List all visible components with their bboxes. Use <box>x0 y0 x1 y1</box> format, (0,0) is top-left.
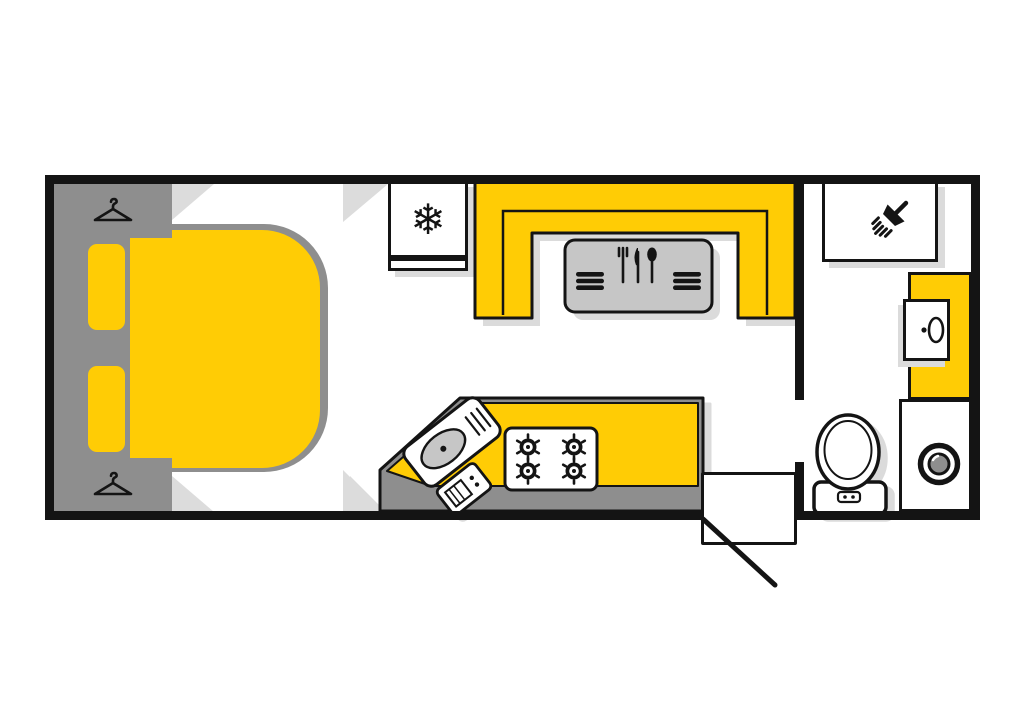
placemat-icon-left <box>576 272 604 290</box>
entry-door-swing <box>700 516 778 588</box>
pillow-bottom <box>88 366 125 452</box>
caravan-outer-wall <box>45 175 980 520</box>
snowflake-icon: ❄ <box>410 194 446 244</box>
washing-machine <box>899 399 972 512</box>
kitchen-corner-cabinet <box>343 470 385 512</box>
toilet-button-dot <box>843 495 847 499</box>
fridge-box: ❄ <box>388 181 468 258</box>
microwave-icon <box>435 462 493 516</box>
vanity-basin <box>903 299 950 361</box>
cutlery-icon <box>617 246 657 284</box>
bed-mattress <box>130 230 320 468</box>
toilet <box>812 413 888 516</box>
fridge-unit: ❄ <box>388 181 468 271</box>
hanger-icon <box>93 197 133 222</box>
kitchen <box>343 396 705 516</box>
kitchen-sink <box>402 396 502 488</box>
basin-icon <box>921 316 945 344</box>
entry-step <box>701 472 797 545</box>
wardrobe-bottom <box>54 458 172 512</box>
hanger-icon <box>93 471 133 496</box>
washer-door-icon <box>917 442 961 486</box>
bathroom-wall-lower <box>795 462 804 511</box>
placemat-icon-right <box>673 272 701 290</box>
dinette <box>473 179 803 326</box>
shower-head-icon <box>871 200 909 238</box>
wardrobe-top <box>54 184 172 238</box>
fridge-bench <box>388 258 468 271</box>
toilet-button-dot <box>851 495 855 499</box>
toilet-button <box>836 490 862 504</box>
dinette-backrest-line <box>501 209 769 315</box>
pillow-top <box>88 244 125 330</box>
toilet-bowl-rim <box>823 420 873 480</box>
bathroom-wall-upper <box>795 184 804 400</box>
